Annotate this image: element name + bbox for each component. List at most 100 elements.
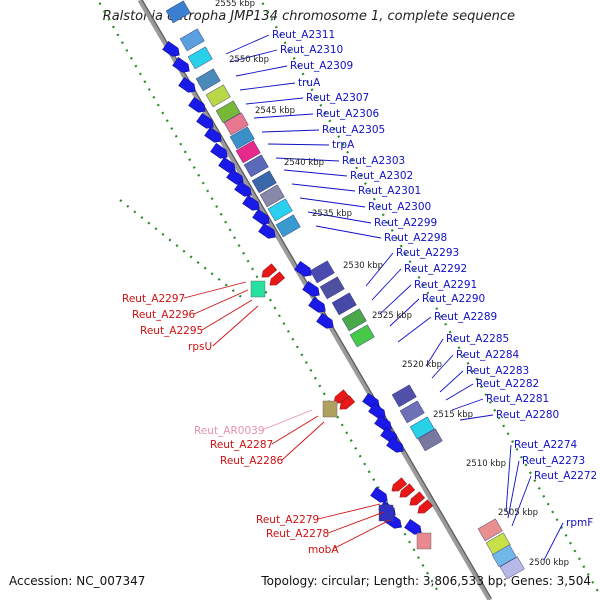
kbp-tick-label: 2510 kbp [466,459,506,469]
reverse-arrow-6 [409,491,426,506]
gene-box-14 [309,260,335,284]
forward-arrow-2 [178,76,196,93]
forward-gene-label: Reut_A2303 [342,155,405,167]
gene-box-12 [267,198,293,222]
reverse-arrow-1 [269,271,286,286]
gene-box-5 [215,100,241,124]
forward-leader-line [275,157,340,162]
forward-gene-label: Reut_A2282 [476,378,539,390]
forward-leader-line [389,298,420,327]
gene-box-20 [399,400,425,424]
forward-gene-label: Reut_A2272 [534,470,597,482]
gene-box-6 [223,112,249,136]
forward-gene-label: Reut_A2284 [456,349,520,361]
forward-leader-line [543,522,564,561]
forward-leader-line [229,49,278,63]
forward-arrow-11 [252,208,270,225]
forward-gene-label: Reut_A2290 [422,293,485,305]
forward-gene-label: Reut_A2299 [374,217,437,229]
forward-leader-line [315,225,382,239]
forward-gene-label: Reut_A2291 [414,279,477,291]
gene-box-8 [235,140,261,164]
forward-gene-label: Reut_A2302 [350,170,413,182]
forward-gene-label: Reut_A2300 [368,201,431,213]
forward-gene-label: Reut_A2306 [316,108,380,120]
gene-box-15 [319,276,345,300]
reverse-dotted-line [119,199,246,301]
gene-features [162,0,525,580]
forward-gene-label: Reut_A2298 [384,232,447,244]
forward-leader-line [239,82,296,91]
forward-leader-line [365,252,394,287]
forward-arrow-16 [316,312,334,329]
reverse-arrow-0 [261,263,278,278]
reverse-gene-label: Reut_A2279 [256,514,319,526]
reverse-box-1 [322,400,338,418]
forward-arrow-1 [172,56,190,73]
kbp-tick-label: 2535 kbp [312,209,352,219]
reverse-gene-label: Reut_A2286 [220,455,284,467]
gene-box-7 [229,126,255,150]
gene-box-16 [331,292,357,316]
gene-box-21 [409,416,435,440]
forward-gene-label: Reut_A2293 [396,247,459,259]
forward-leader-line [459,414,494,421]
forward-leader-line [379,284,412,315]
forward-leader-line [307,211,372,224]
forward-gene-label: Reut_A2285 [446,333,509,345]
gene-box-3 [195,68,221,92]
forward-gene-label: rpmF [566,517,593,529]
forward-gene-label: Reut_A2283 [466,365,529,377]
reverse-leader-line [262,409,313,431]
reverse-arrow-3 [339,395,356,410]
forward-leader-line [425,338,444,367]
reverse-leader-line [281,421,325,461]
forward-arrow-12 [258,222,276,239]
gene-box-26 [499,556,525,580]
forward-arrow-13 [294,260,312,277]
reverse-leader-line [212,305,259,347]
label-leaders [183,34,564,561]
forward-leader-line [225,34,270,55]
forward-gene-label: Reut_A2311 [272,29,335,41]
forward-arrow-0 [162,40,180,57]
forward-gene-label: Reut_A2289 [434,311,497,323]
gene-box-9 [243,154,269,178]
gene-box-2 [187,46,213,70]
forward-gene-label: Reut_A2301 [358,185,421,197]
forward-arrow-14 [302,280,320,297]
forward-leader-line [507,460,520,519]
forward-arrow-15 [308,296,326,313]
forward-gene-label: trpA [332,139,355,151]
reverse-box-2 [378,504,394,522]
forward-gene-label: Reut_A2305 [322,124,385,136]
kbp-tick-label: 2500 kbp [529,558,569,568]
forward-gene-label: Reut_A2281 [486,393,549,405]
forward-leader-line [245,97,304,105]
forward-arrow-21 [386,436,404,453]
reverse-leader-line [193,289,249,315]
gene-box-13 [275,214,301,238]
forward-gene-label: Reut_A2310 [280,44,343,56]
reverse-gene-label: Reut_A2295 [140,325,203,337]
map-title: Ralstonia eutropha JMP134 chromosome 1, … [102,9,515,24]
reverse-arrow-4 [391,477,408,492]
reverse-arrow-5 [399,483,416,498]
forward-gene-label: Reut_A2280 [496,409,559,421]
kbp-tick-label: 2505 kbp [498,508,538,518]
kbp-tick-label: 2540 kbp [284,158,324,168]
reverse-gene-label: Reut_AR0039 [194,425,265,437]
gene-box-23 [477,518,503,542]
kbp-tick-label: 2520 kbp [402,360,442,370]
kbp-tick-label: 2545 kbp [255,106,295,116]
reverse-leader-line [332,519,391,550]
gene-box-18 [349,324,375,348]
gene-labels: Reut_A2311Reut_A2310Reut_A2309truAReut_A… [122,29,597,556]
forward-leader-line [299,197,366,208]
reverse-gene-label: rpsU [188,341,212,353]
forward-arrow-3 [188,96,206,113]
reverse-box-0 [250,280,266,298]
gene-box-19 [391,384,417,408]
